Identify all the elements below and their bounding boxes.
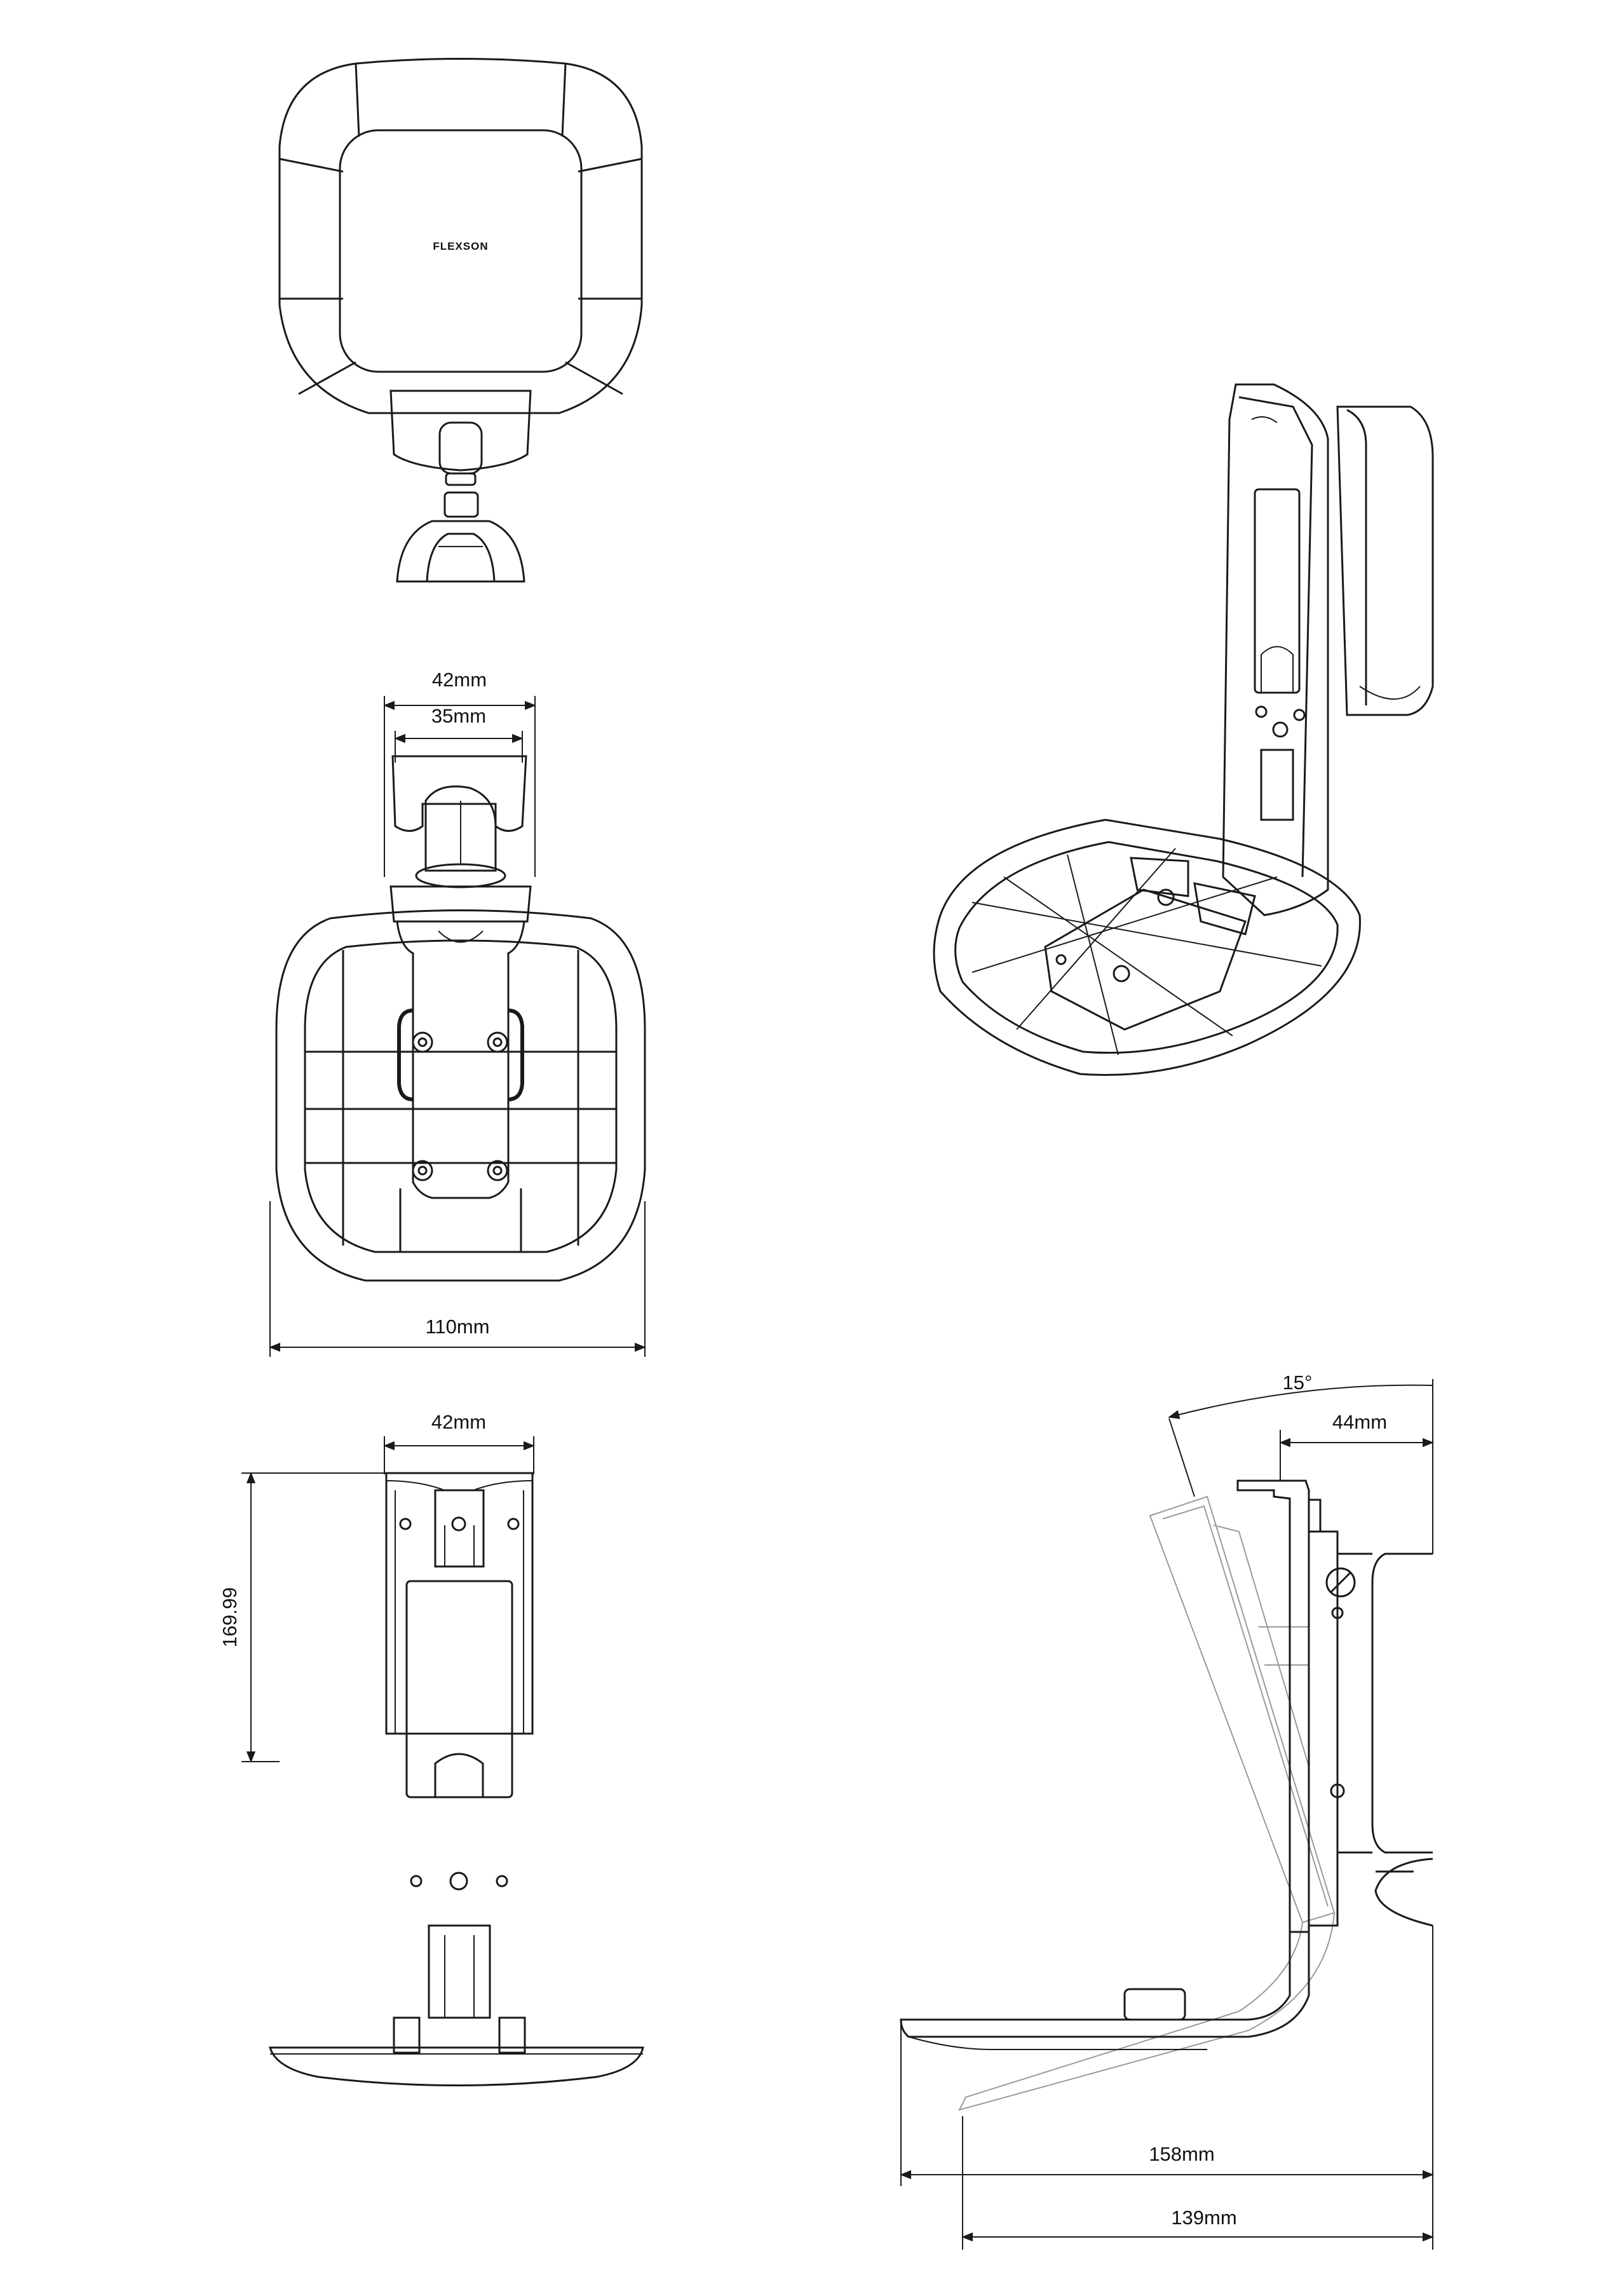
rail-left [397, 1009, 414, 1101]
view-back-with-speaker: FLEXSON [278, 58, 643, 583]
side-upright [1236, 1479, 1310, 1933]
side-knob-screw [1325, 1567, 1356, 1598]
ghost-tilted-bracket [958, 1495, 1336, 2111]
bracket-head [389, 390, 532, 472]
front-base-plate [268, 2046, 644, 2086]
iso-speaker-body [1336, 405, 1434, 716]
iso-upright [1222, 383, 1329, 916]
dimension-label-35mm: 35mm [431, 705, 486, 727]
speaker-body-outline [278, 58, 643, 414]
hinge-neck [424, 785, 497, 872]
stand-base-back [396, 520, 525, 583]
screw-hole [487, 1031, 508, 1053]
view-front-bracket: 42mm 169.99 [219, 1411, 644, 2086]
logo-text: FLEXSON [433, 240, 488, 252]
center-window [405, 1580, 513, 1798]
rail-right [508, 1009, 524, 1101]
speaker-front-panel [339, 129, 583, 373]
iso-rail-right [1193, 882, 1256, 935]
base-inner-frame [304, 939, 618, 1253]
dimension-label-42mm-top: 42mm [432, 669, 487, 691]
keyhole-notch [434, 1753, 484, 1797]
bracket-plate-top [389, 885, 532, 923]
bracket-upright [385, 1472, 534, 1735]
foot-right [498, 2016, 526, 2054]
side-base-pad [1123, 1988, 1186, 2021]
dimension-label-139mm: 139mm [1171, 2206, 1236, 2229]
angle-arc-15 [1168, 1384, 1433, 1419]
view-side-tilt: 15° 44mm 158m [900, 1371, 1434, 2250]
dimension-label-110mm: 110mm [425, 1315, 489, 1338]
dimension-label-158mm: 158mm [1149, 2143, 1214, 2165]
screw-hole [412, 1031, 433, 1053]
dimension-label-15-degrees: 15° [1283, 1371, 1313, 1394]
dimension-label-height: 169.99 [219, 1587, 241, 1648]
view-isometric [933, 383, 1434, 1077]
foot-left [393, 2016, 421, 2054]
side-speaker-body [1371, 1553, 1433, 1854]
mounting-plate [396, 920, 525, 1199]
top-slot [434, 1489, 485, 1568]
top-clip [391, 755, 527, 832]
bottom-slot [428, 1924, 491, 2019]
iso-mount-plate [1044, 888, 1247, 1031]
dimension-label-44mm: 44mm [1332, 1411, 1387, 1433]
dimension-label-42mm-front: 42mm [431, 1411, 486, 1433]
iso-window [1254, 488, 1301, 694]
hinge-grip [443, 491, 479, 518]
screw-hole [487, 1160, 508, 1181]
base-outer-outline [275, 909, 646, 1282]
iso-rail-left [1130, 857, 1189, 897]
side-base-plate [900, 1931, 1310, 2038]
screw-hole [412, 1160, 433, 1181]
bracket-slot [438, 421, 483, 475]
iso-base-outline [933, 819, 1361, 1077]
view-top-bracket: 42mm 35mm [269, 669, 646, 1357]
